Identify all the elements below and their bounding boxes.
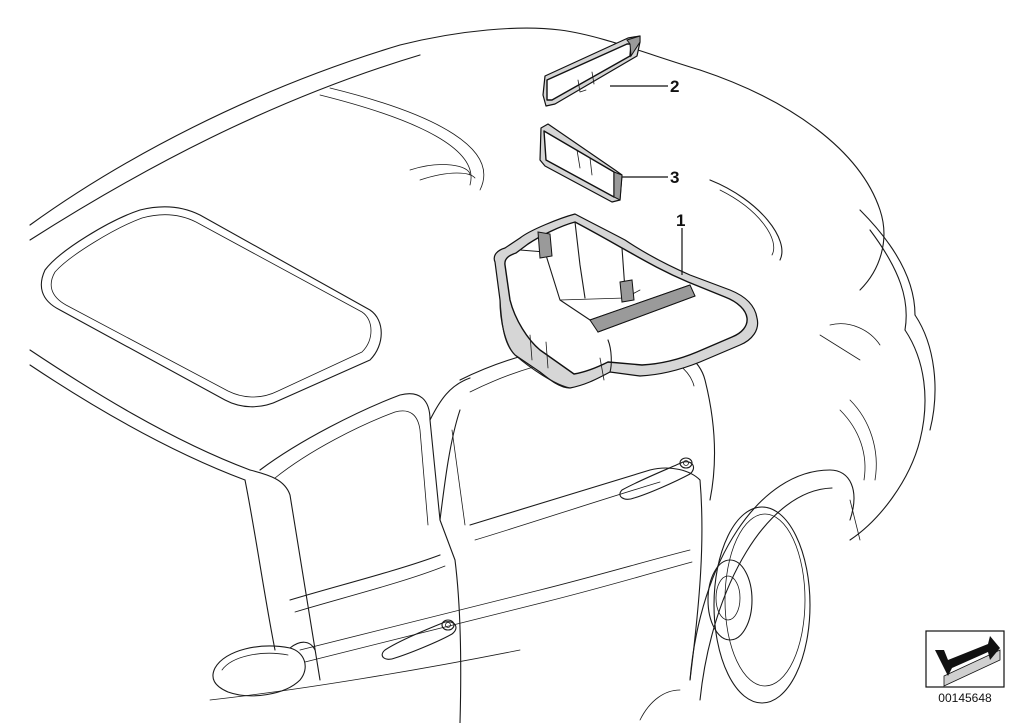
part-3-panel [539, 123, 623, 203]
part-2-panel [542, 35, 641, 107]
car-body-outline [29, 27, 936, 724]
callouts: 2 3 1 [610, 77, 685, 275]
callout-label-3: 3 [670, 168, 679, 187]
callout-label-1: 1 [676, 211, 685, 230]
arrow-direction-icon [925, 630, 1005, 688]
callout-label-2: 2 [670, 77, 679, 96]
part-1-storage-tray [493, 213, 759, 389]
diagram-reference-number: 00145648 [938, 691, 992, 705]
